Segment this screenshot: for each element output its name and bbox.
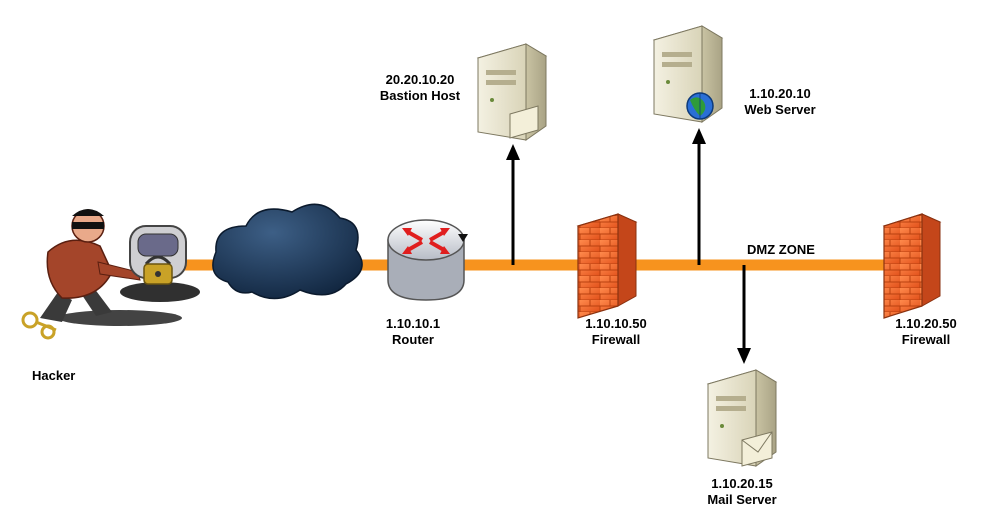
padlock-icon [129,225,187,285]
firewall-1-name: Firewall [591,332,641,347]
firewall-2-ip: 1.10.20.50 [895,316,957,331]
firewall-icon [576,213,638,319]
router-icon [387,219,468,301]
firewall-1-label: 1.10.10.50 Firewall [576,316,656,348]
bastion-host-name: Bastion Host [379,88,461,103]
firewall-2-label: 1.10.20.50 Firewall [886,316,966,348]
web-server-ip: 1.10.20.10 [749,86,811,101]
web-server-label: 1.10.20.10 Web Server [730,86,830,118]
hacker-label: Hacker [32,368,76,383]
router-label: 1.10.10.1 Router [380,316,446,348]
mail-server-name: Mail Server [707,492,777,507]
firewall-icon [882,213,942,319]
link-to-bastion [506,144,520,265]
bastion-host-label: 20.20.10.20 Bastion Host [370,72,470,104]
link-to-mail-server [737,265,751,364]
server-icon [476,43,548,141]
router-ip: 1.10.10.1 [385,316,441,331]
web-server-icon [652,25,724,123]
firewall-1-ip: 1.10.10.50 [585,316,647,331]
link-to-web-server [692,128,706,265]
firewall-2-name: Firewall [901,332,951,347]
dmz-zone-label: DMZ ZONE [747,242,815,257]
internet-cloud-icon [212,203,363,300]
bastion-host-ip: 20.20.10.20 [385,72,455,87]
mail-server-icon [706,369,778,467]
mail-server-label: 1.10.20.15 Mail Server [692,476,792,508]
mail-server-ip: 1.10.20.15 [711,476,773,491]
web-server-name: Web Server [744,102,816,117]
router-name: Router [392,332,434,347]
hacker-icon [21,209,200,340]
